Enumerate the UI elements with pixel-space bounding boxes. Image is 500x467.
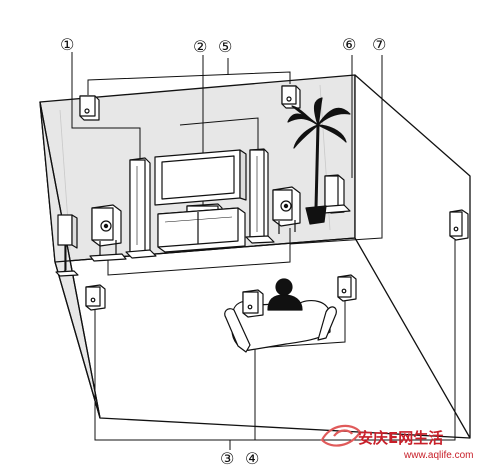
site-watermark: 安庆E网生活 www.aqlife.com: [320, 424, 473, 461]
watermark-site-name: 安庆E网生活: [358, 429, 443, 447]
callout-labels: ① ② ⑤ ⑥ ⑦ ③ ④: [60, 35, 386, 467]
front-left-tower-speaker: [125, 157, 157, 259]
callout-5: ⑤: [218, 37, 232, 56]
sofa: [224, 278, 337, 353]
right-wall: [354, 74, 471, 439]
callout-7: ⑦: [372, 35, 386, 54]
front-left-small-speaker: [55, 214, 79, 277]
palm-plant: [287, 97, 351, 225]
front-right-tower-speaker: [245, 148, 275, 244]
surround-right-wall-speaker: [449, 209, 469, 241]
av-cabinet: [157, 207, 246, 253]
listener-head: [275, 278, 293, 296]
callout-1: ①: [60, 35, 74, 54]
callout-4: ④: [245, 449, 259, 467]
listener-body: [267, 294, 303, 311]
front-left-bookshelf-speaker: [89, 204, 127, 262]
surround-back-right-speaker: [281, 85, 301, 109]
surround-left-speaker: [85, 284, 106, 311]
callout-6: ⑥: [342, 35, 356, 54]
sofa-right-speaker: [337, 274, 357, 302]
callout-3: ③: [220, 449, 234, 467]
sofa-left-speaker: [242, 289, 264, 318]
surround-back-left-speaker: [79, 95, 100, 121]
callout-2: ②: [193, 37, 207, 56]
television: [154, 149, 247, 206]
watermark-logo: [320, 424, 362, 447]
front-right-bookshelf-speaker: [272, 186, 301, 234]
watermark-url: www.aqlife.com: [403, 450, 473, 461]
